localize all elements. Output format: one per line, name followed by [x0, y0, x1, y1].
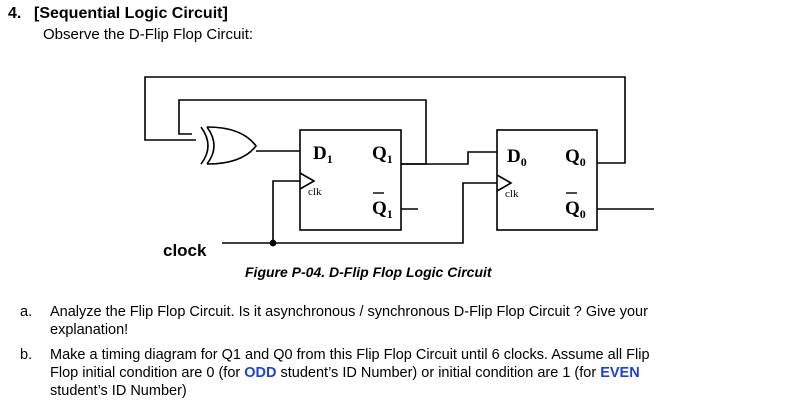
question-title: [Sequential Logic Circuit]: [34, 5, 228, 22]
item-b-line1: Make a timing diagram for Q1 and Q0 from…: [50, 347, 650, 363]
even-keyword: EVEN: [600, 365, 640, 381]
clock-junction-dot: [269, 239, 277, 247]
wire-clock-to-ff1: [272, 180, 300, 243]
item-a-line1: Analyze the Flip Flop Circuit. Is it asy…: [50, 304, 648, 320]
figure-caption: Figure P-04. D-Flip Flop Logic Circuit: [245, 264, 492, 280]
wire-clock-line: [222, 182, 497, 244]
clock-label: clock: [163, 241, 207, 260]
question-number: 4.: [8, 5, 22, 22]
item-a-mark: a.: [20, 304, 33, 320]
ff0-d-label: D0: [507, 146, 527, 169]
question-item-b: b. Make a timing diagram for Q1 and Q0 f…: [20, 346, 780, 400]
wires: [144, 76, 654, 247]
item-a-line2: explanation!: [50, 322, 129, 338]
question-item-a: a. Analyze the Flip Flop Circuit. Is it …: [20, 303, 780, 339]
ff1-q-label: Q1: [372, 143, 393, 166]
ff1-clock-triangle: [299, 172, 316, 190]
wire-q0-feedback: [144, 76, 626, 164]
question-subtitle: Observe the D-Flip Flop Circuit:: [43, 26, 254, 43]
ff0-clk-label: clk: [505, 188, 519, 200]
item-b-line2: Flop initial condition are 0 (for ODD st…: [50, 365, 640, 381]
ff0-clock-triangle: [496, 174, 513, 192]
item-b-line3: student’s ID Number): [50, 383, 187, 399]
ff0-qbar-label: Q0: [565, 198, 586, 221]
ff1-qbar-label: Q1: [372, 198, 393, 221]
xor-gate: [200, 126, 258, 165]
flip-flop-1: D1 Q1 Q1 clk: [299, 129, 402, 231]
flip-flop-0: D0 Q0 Q0 clk: [496, 129, 598, 231]
ff1-clk-label: clk: [308, 186, 322, 198]
ff0-q-label: Q0: [565, 146, 586, 169]
odd-keyword: ODD: [244, 365, 277, 381]
wire-q1-to-d0: [401, 151, 497, 165]
ff1-d-label: D1: [313, 143, 333, 166]
item-b-mark: b.: [20, 347, 33, 363]
question-header: 4. [Sequential Logic Circuit]: [8, 5, 228, 23]
